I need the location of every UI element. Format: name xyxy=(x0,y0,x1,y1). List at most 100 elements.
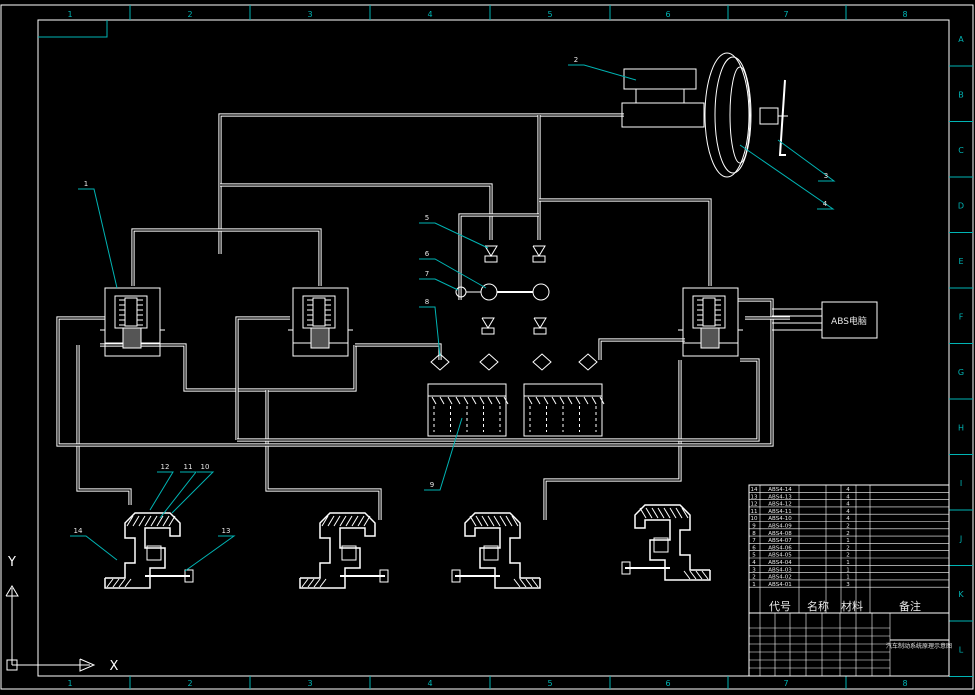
caliper-hatch xyxy=(469,515,477,527)
cell-code: ABS4-08 xyxy=(768,531,792,537)
brake-pedal xyxy=(778,79,786,156)
callout-1: 1 xyxy=(78,180,118,289)
caliper-hatch xyxy=(150,515,158,527)
caliper-hatch xyxy=(657,507,665,519)
cell-code: ABS4-09 xyxy=(768,524,792,530)
col-number: 3 xyxy=(307,679,312,688)
accumulator-body xyxy=(523,383,603,437)
caliper-hatch xyxy=(106,578,114,588)
caliper-outline xyxy=(634,504,711,581)
cell-qty: 4 xyxy=(846,516,850,522)
caliper-hatch xyxy=(363,515,371,527)
pipe-to-right-valve-core xyxy=(539,199,711,286)
accumulator-hatch xyxy=(527,396,533,405)
accumulator-hatch xyxy=(559,396,565,405)
callout-9: 9 xyxy=(424,417,463,491)
caliper-hatch xyxy=(675,507,683,519)
caliper-hatch xyxy=(144,515,152,527)
leader-line xyxy=(78,188,118,289)
row-letter: F xyxy=(959,313,964,322)
cell-code: ABS4-04 xyxy=(768,560,792,566)
header-name: 名称 xyxy=(807,599,829,613)
caliper-3 xyxy=(451,512,541,589)
leader-line xyxy=(777,139,836,182)
cell-no: 11 xyxy=(751,509,758,515)
pipe-mid-return xyxy=(235,316,290,440)
solenoid-valve-right xyxy=(678,287,743,357)
header-code: 代号 xyxy=(769,600,791,613)
pipe-valves-top xyxy=(131,228,322,286)
callout-10: 10 xyxy=(171,463,215,514)
pipe-front-left xyxy=(220,183,493,240)
header-note: 备注 xyxy=(899,599,921,613)
caliper-hatch xyxy=(669,507,677,519)
accumulator-hatch xyxy=(431,396,437,405)
caliper-hatch xyxy=(511,515,519,527)
leader-line xyxy=(739,144,835,210)
caliper-hatch xyxy=(162,515,170,527)
booster-outer xyxy=(704,52,750,178)
caliper-piston xyxy=(341,545,357,561)
cell-qty: 1 xyxy=(846,538,850,544)
cell-code: ABS4-10 xyxy=(768,516,792,522)
check-valve-body xyxy=(532,255,546,263)
caliper-hatch xyxy=(138,515,146,527)
pipe-mid-return-core xyxy=(236,317,290,440)
pipe-left-return xyxy=(56,316,105,330)
cell-no: 3 xyxy=(752,567,756,573)
cell-code: ABS4-03 xyxy=(768,567,792,573)
caliper-hatch xyxy=(683,570,691,580)
check-valve-body xyxy=(533,327,547,335)
check-valve-lower-left xyxy=(481,317,495,335)
caliper-hatch xyxy=(307,578,315,588)
cell-code: ABS4-13 xyxy=(768,494,792,500)
hydraulic-lines xyxy=(56,113,790,520)
caliper-hatch xyxy=(339,515,347,527)
cell-qty: 2 xyxy=(846,545,850,551)
caliper-hatch xyxy=(112,578,120,588)
reservoir xyxy=(623,68,697,90)
row-letter: A xyxy=(958,35,964,44)
callout-number: 3 xyxy=(824,172,828,180)
col-number: 7 xyxy=(783,679,788,688)
row-letter: B xyxy=(958,91,964,100)
accumulator-hatch xyxy=(463,396,469,405)
caliper-outline xyxy=(104,512,181,589)
caliper-hatch xyxy=(168,515,176,527)
cell-no: 5 xyxy=(752,553,756,559)
caliper-hatch xyxy=(313,578,321,588)
diamond-valve-1 xyxy=(430,353,450,371)
pipe-loop-left xyxy=(458,213,539,300)
callout-number: 9 xyxy=(430,481,434,489)
bolt-head xyxy=(184,569,194,583)
pipe-front-left-core xyxy=(220,184,492,240)
caliper-hatch xyxy=(333,515,341,527)
check-valve-lower-right xyxy=(533,317,547,335)
accumulator-hatch xyxy=(479,396,485,405)
row-letter: H xyxy=(958,424,964,433)
row-letter: D xyxy=(958,202,964,211)
callout-number: 10 xyxy=(201,463,210,471)
callout-8: 8 xyxy=(419,298,441,357)
callout-4: 4 xyxy=(739,144,835,210)
cell-code: ABS4-12 xyxy=(768,502,791,508)
row-letter: J xyxy=(959,535,962,544)
leader-line xyxy=(419,258,487,289)
bolt-head xyxy=(379,569,389,583)
caliper-hatch xyxy=(357,515,365,527)
callout-5: 5 xyxy=(419,214,489,249)
accumulator-hatch xyxy=(583,396,589,405)
row-letter: G xyxy=(958,368,964,377)
caliper-2 xyxy=(299,512,389,589)
pipe-to-acc-right-core xyxy=(599,339,685,360)
cell-qty: 1 xyxy=(846,567,850,573)
callout-number: 7 xyxy=(425,270,429,278)
caliper-hatch xyxy=(505,515,513,527)
accumulator-hatch xyxy=(503,396,509,405)
cell-no: 6 xyxy=(752,545,756,551)
booster-diaphragm xyxy=(729,66,751,164)
caliper-hatch xyxy=(695,570,703,580)
